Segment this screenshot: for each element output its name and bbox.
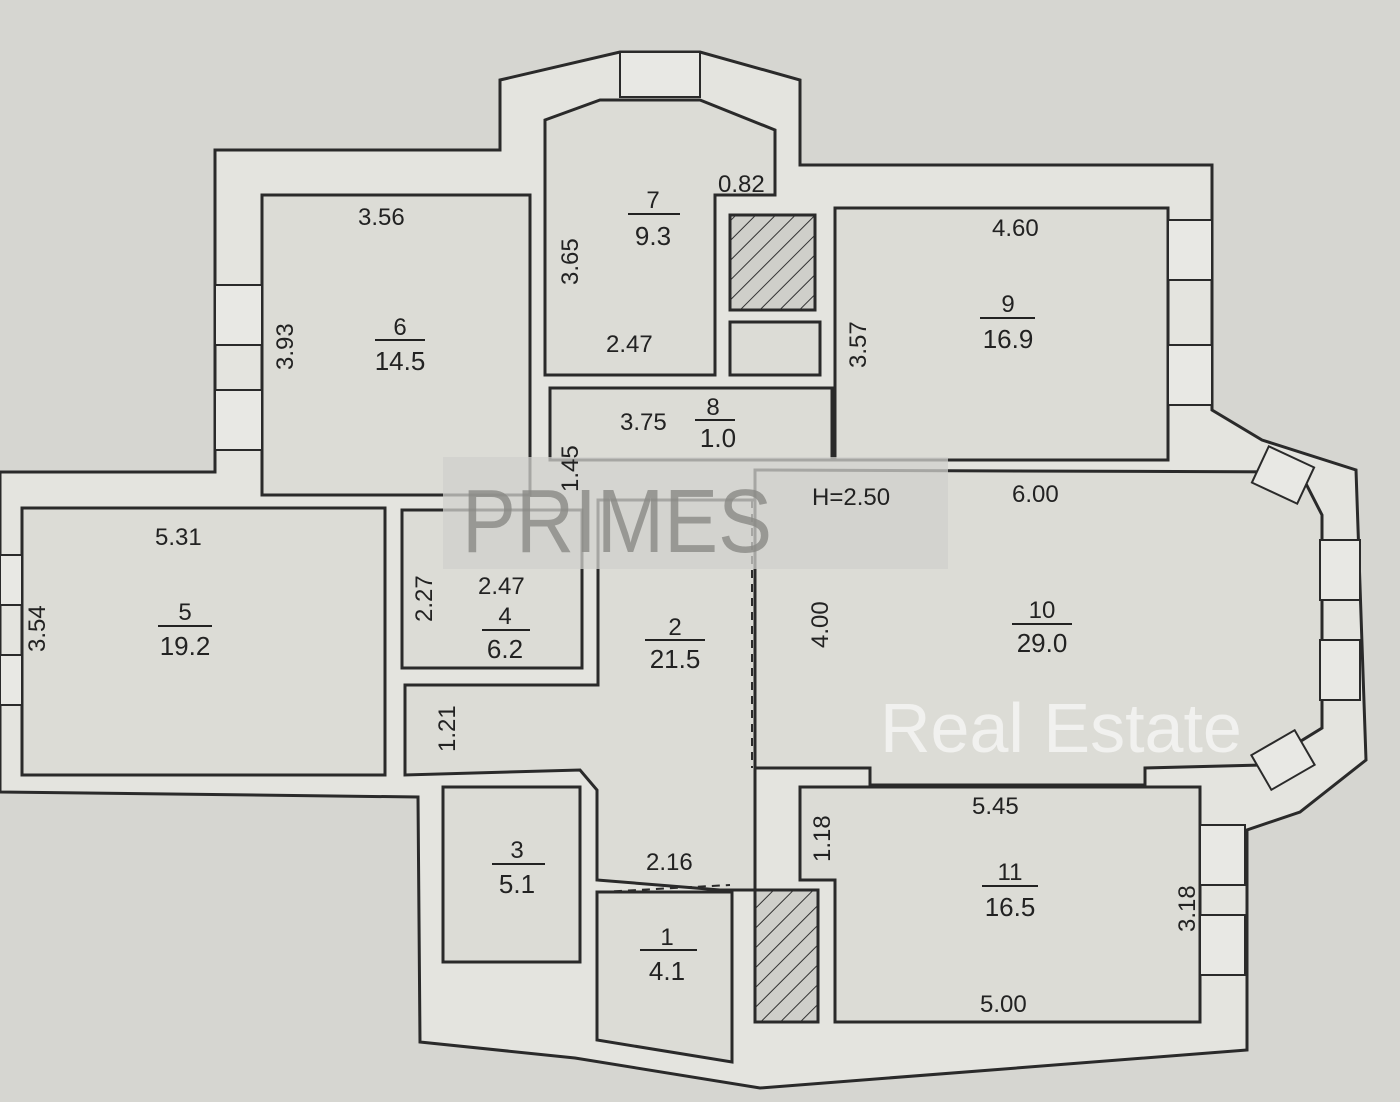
ventilation-shaft — [728, 213, 817, 312]
svg-text:5.31: 5.31 — [155, 524, 202, 551]
svg-text:1.0: 1.0 — [700, 423, 736, 453]
svg-text:1: 1 — [660, 924, 673, 951]
room-9 — [833, 206, 1170, 462]
svg-text:6: 6 — [393, 314, 406, 341]
svg-text:3.57: 3.57 — [845, 321, 872, 368]
svg-text:8: 8 — [706, 394, 719, 421]
room-7 — [543, 98, 777, 377]
room-label-9: 9 16.9 — [980, 291, 1035, 354]
svg-text:6.00: 6.00 — [1012, 481, 1059, 508]
svg-text:6.2: 6.2 — [487, 634, 523, 664]
svg-text:3.75: 3.75 — [620, 409, 667, 436]
watermark: PRIMES Real Estate — [443, 457, 1242, 767]
windows — [0, 51, 1361, 976]
watermark-logo: PRIMES — [462, 472, 772, 572]
dashed-boundary — [599, 884, 731, 893]
room-label-1: 1 4.1 — [640, 924, 697, 986]
svg-text:7: 7 — [646, 187, 659, 214]
room-label-8: 8 1.0 — [695, 394, 736, 453]
svg-text:4: 4 — [498, 603, 511, 630]
svg-text:1.45: 1.45 — [557, 445, 584, 492]
svg-text:10: 10 — [1029, 597, 1056, 624]
room-label-3: 3 5.1 — [492, 837, 545, 899]
room-8 — [548, 386, 834, 462]
room-5 — [20, 506, 387, 777]
svg-text:3.18: 3.18 — [1174, 885, 1201, 932]
svg-text:3.93: 3.93 — [272, 323, 299, 370]
svg-text:21.5: 21.5 — [650, 644, 701, 674]
room-label-4: 4 6.2 — [482, 603, 530, 664]
svg-text:16.9: 16.9 — [983, 324, 1034, 354]
svg-text:3.56: 3.56 — [358, 204, 405, 231]
svg-text:4.60: 4.60 — [992, 215, 1039, 242]
svg-text:16.5: 16.5 — [985, 892, 1036, 922]
room-11 — [798, 785, 1202, 1024]
svg-text:5.1: 5.1 — [499, 869, 535, 899]
room-6 — [260, 193, 532, 497]
svg-text:9: 9 — [1001, 291, 1014, 318]
room-label-11: 11 16.5 — [982, 859, 1038, 922]
svg-text:9.3: 9.3 — [635, 221, 671, 251]
svg-text:5.00: 5.00 — [980, 991, 1027, 1018]
room-label-7: 7 9.3 — [628, 187, 680, 251]
utility-box — [728, 320, 822, 377]
watermark-subtitle: Real Estate — [880, 689, 1242, 767]
svg-text:3.65: 3.65 — [557, 238, 584, 285]
svg-text:4.1: 4.1 — [649, 956, 685, 986]
room-label-10: 10 29.0 — [1012, 597, 1072, 658]
svg-text:14.5: 14.5 — [375, 346, 426, 376]
svg-text:3: 3 — [510, 837, 523, 864]
svg-text:0.82: 0.82 — [718, 171, 765, 198]
svg-text:2: 2 — [668, 614, 681, 641]
svg-text:4.00: 4.00 — [807, 601, 834, 648]
svg-text:H=2.50: H=2.50 — [812, 484, 890, 511]
svg-text:29.0: 29.0 — [1017, 628, 1068, 658]
dimension-labels: 3.56 3.93 3.65 2.47 0.82 3.75 1.45 4.60 … — [24, 171, 1201, 1018]
svg-text:3.54: 3.54 — [24, 605, 51, 652]
room-1 — [595, 890, 734, 1064]
svg-text:2.16: 2.16 — [646, 849, 693, 876]
svg-text:1.18: 1.18 — [809, 815, 836, 862]
ventilation-shaft — [753, 888, 820, 1024]
room-label-6: 6 14.5 — [375, 314, 426, 376]
svg-text:2.47: 2.47 — [606, 331, 653, 358]
room-label-2: 2 21.5 — [645, 614, 705, 674]
svg-text:5.45: 5.45 — [972, 793, 1019, 820]
room-label-5: 5 19.2 — [158, 599, 212, 661]
room-3 — [441, 785, 582, 964]
svg-text:5: 5 — [178, 599, 191, 626]
svg-text:2.47: 2.47 — [478, 573, 525, 600]
svg-text:1.21: 1.21 — [434, 705, 461, 752]
svg-text:19.2: 19.2 — [160, 631, 211, 661]
svg-text:2.27: 2.27 — [411, 575, 438, 622]
svg-text:11: 11 — [998, 859, 1023, 886]
